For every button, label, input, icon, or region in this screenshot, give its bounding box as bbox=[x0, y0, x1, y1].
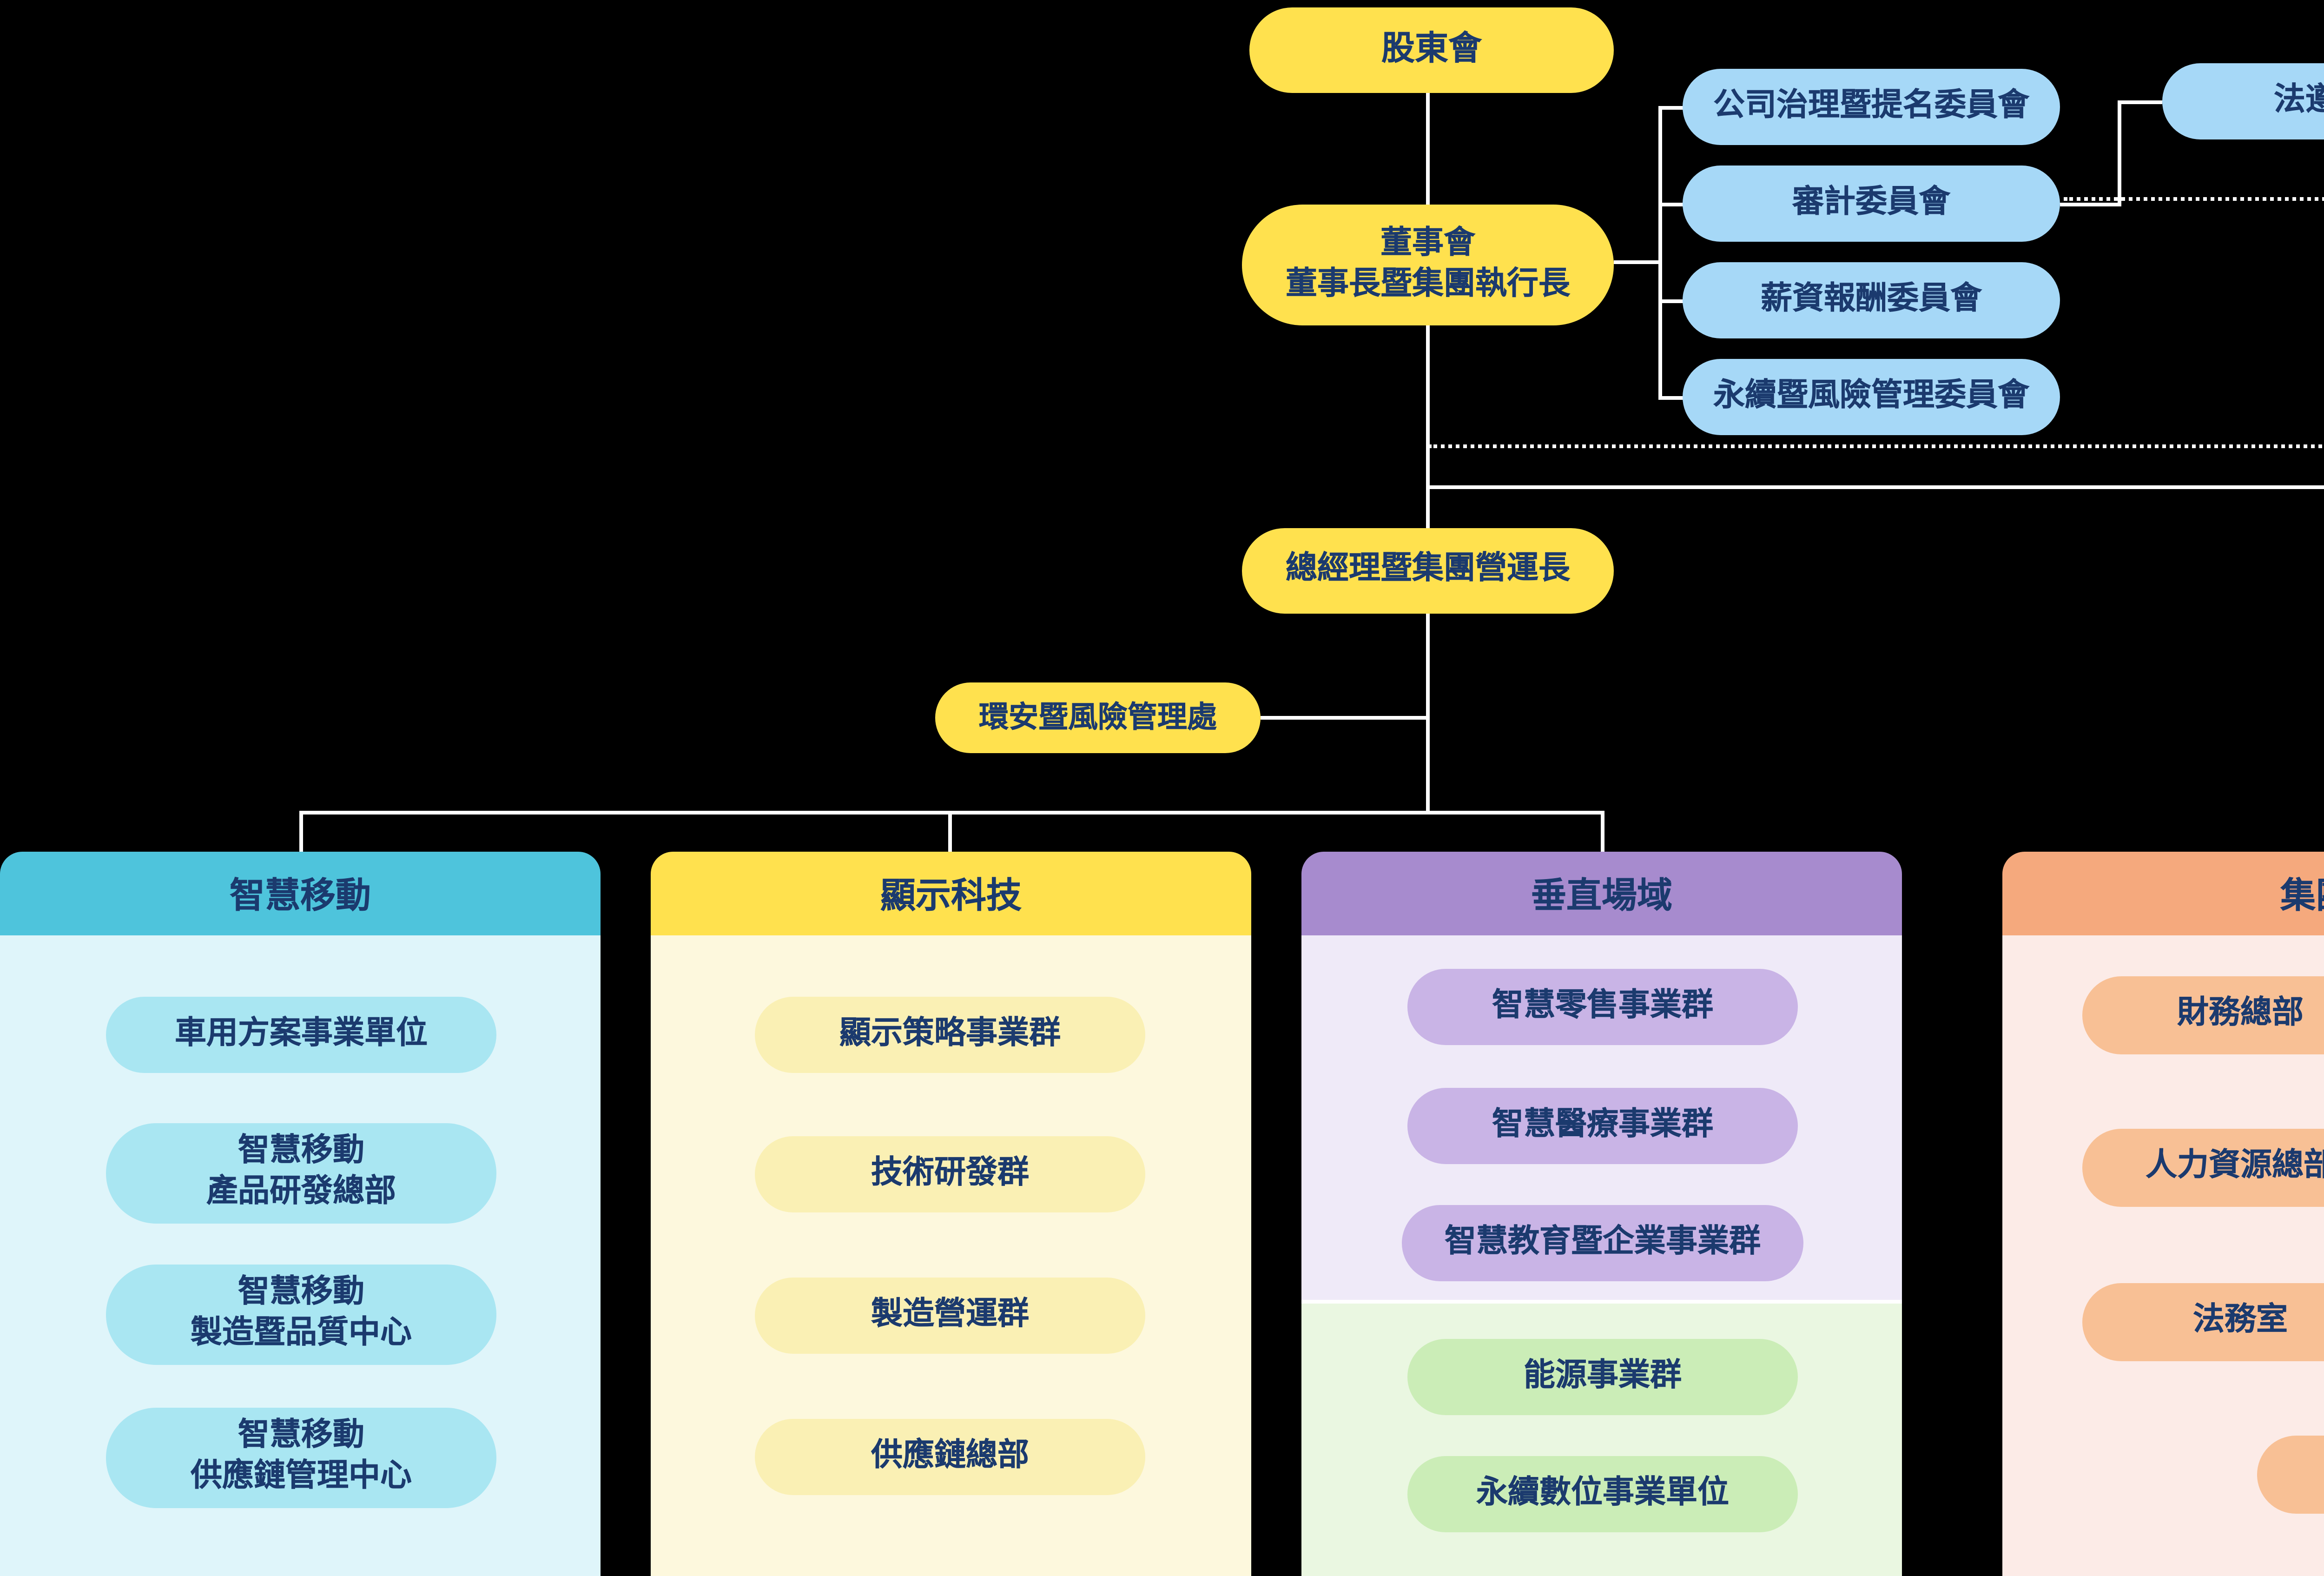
dotted-audit-right bbox=[2064, 197, 2324, 201]
division-header-group-support: 集團營運支援單位 bbox=[2002, 852, 2324, 935]
connector-distribution bbox=[299, 811, 1604, 814]
connector-ehs bbox=[1261, 716, 1428, 720]
connector-audit-compliance-h2 bbox=[2121, 100, 2162, 104]
connector-committee-compensation-stub bbox=[1658, 299, 1684, 303]
node-board: 董事會 董事長暨集團執行長 bbox=[1242, 205, 1614, 325]
unit-energy: 能源事業群 bbox=[1407, 1339, 1798, 1415]
connector-drop-mobility bbox=[299, 811, 303, 852]
node-chief-compliance: 法遵總顧問 bbox=[2162, 63, 2324, 139]
unit-sustainable-digital: 永續數位事業單位 bbox=[1407, 1456, 1798, 1532]
unit-automotive-solutions: 車用方案事業單位 bbox=[106, 997, 496, 1073]
node-ehs-risk: 環安暨風險管理處 bbox=[935, 682, 1261, 753]
dotted-compliance-to-line bbox=[1428, 444, 2324, 448]
connector-coo-down bbox=[1426, 614, 1430, 813]
connector-committees-bracket bbox=[1658, 106, 1662, 400]
connector-branch-support-h bbox=[1426, 485, 2324, 489]
unit-smart-medical: 智慧醫療事業群 bbox=[1407, 1088, 1798, 1164]
division-header-vertical-domains: 垂直場域 bbox=[1301, 852, 1902, 935]
node-shareholders: 股東會 bbox=[1249, 7, 1614, 93]
unit-supply-chain-hq: 供應鏈總部 bbox=[755, 1419, 1145, 1495]
connector-drop-vertical bbox=[1601, 811, 1604, 852]
node-committee-governance: 公司治理暨提名委員會 bbox=[1683, 69, 2060, 145]
unit-display-strategy: 顯示策略事業群 bbox=[755, 997, 1145, 1073]
connector-audit-compliance-h1 bbox=[2060, 203, 2121, 206]
node-committee-esg-risk: 永續暨風險管理委員會 bbox=[1683, 359, 2060, 435]
connector-committee-esg-stub bbox=[1658, 396, 1684, 400]
divider-vertical-column bbox=[1301, 1300, 1902, 1304]
connector-committee-audit-stub bbox=[1658, 203, 1684, 206]
division-header-smart-mobility: 智慧移動 bbox=[0, 852, 601, 935]
unit-finance-hq: 財務總部 bbox=[2082, 976, 2324, 1054]
connector-board-coo bbox=[1426, 325, 1430, 528]
unit-legal-office: 法務室 bbox=[2082, 1283, 2324, 1361]
node-committee-audit: 審計委員會 bbox=[1683, 166, 2060, 242]
node-coo: 總經理暨集團營運長 bbox=[1242, 528, 1614, 614]
division-header-display-tech: 顯示科技 bbox=[651, 852, 1251, 935]
unit-manufacturing-ops: 製造營運群 bbox=[755, 1278, 1145, 1354]
connector-committee-governance-stub bbox=[1658, 106, 1684, 110]
connector-audit-compliance-v bbox=[2118, 100, 2121, 206]
unit-mobility-product-rd: 智慧移動 產品研發總部 bbox=[106, 1123, 496, 1224]
unit-smart-education-enterprise: 智慧教育暨企業事業群 bbox=[1402, 1205, 1803, 1281]
connector-shareholders-board bbox=[1426, 93, 1430, 205]
connector-board-committees-stem bbox=[1614, 260, 1660, 264]
unit-hr-hq: 人力資源總部 bbox=[2082, 1129, 2324, 1207]
node-committee-compensation: 薪資報酬委員會 bbox=[1683, 262, 2060, 338]
unit-mobility-supply-chain: 智慧移動 供應鏈管理中心 bbox=[106, 1408, 496, 1508]
connector-drop-display bbox=[948, 811, 952, 852]
unit-mobility-mfg-quality: 智慧移動 製造暨品質中心 bbox=[106, 1265, 496, 1365]
unit-smart-retail: 智慧零售事業群 bbox=[1407, 969, 1798, 1045]
unit-technology-rd: 技術研發群 bbox=[755, 1136, 1145, 1212]
unit-audit-office: 稽核管理處 bbox=[2257, 1436, 2324, 1514]
